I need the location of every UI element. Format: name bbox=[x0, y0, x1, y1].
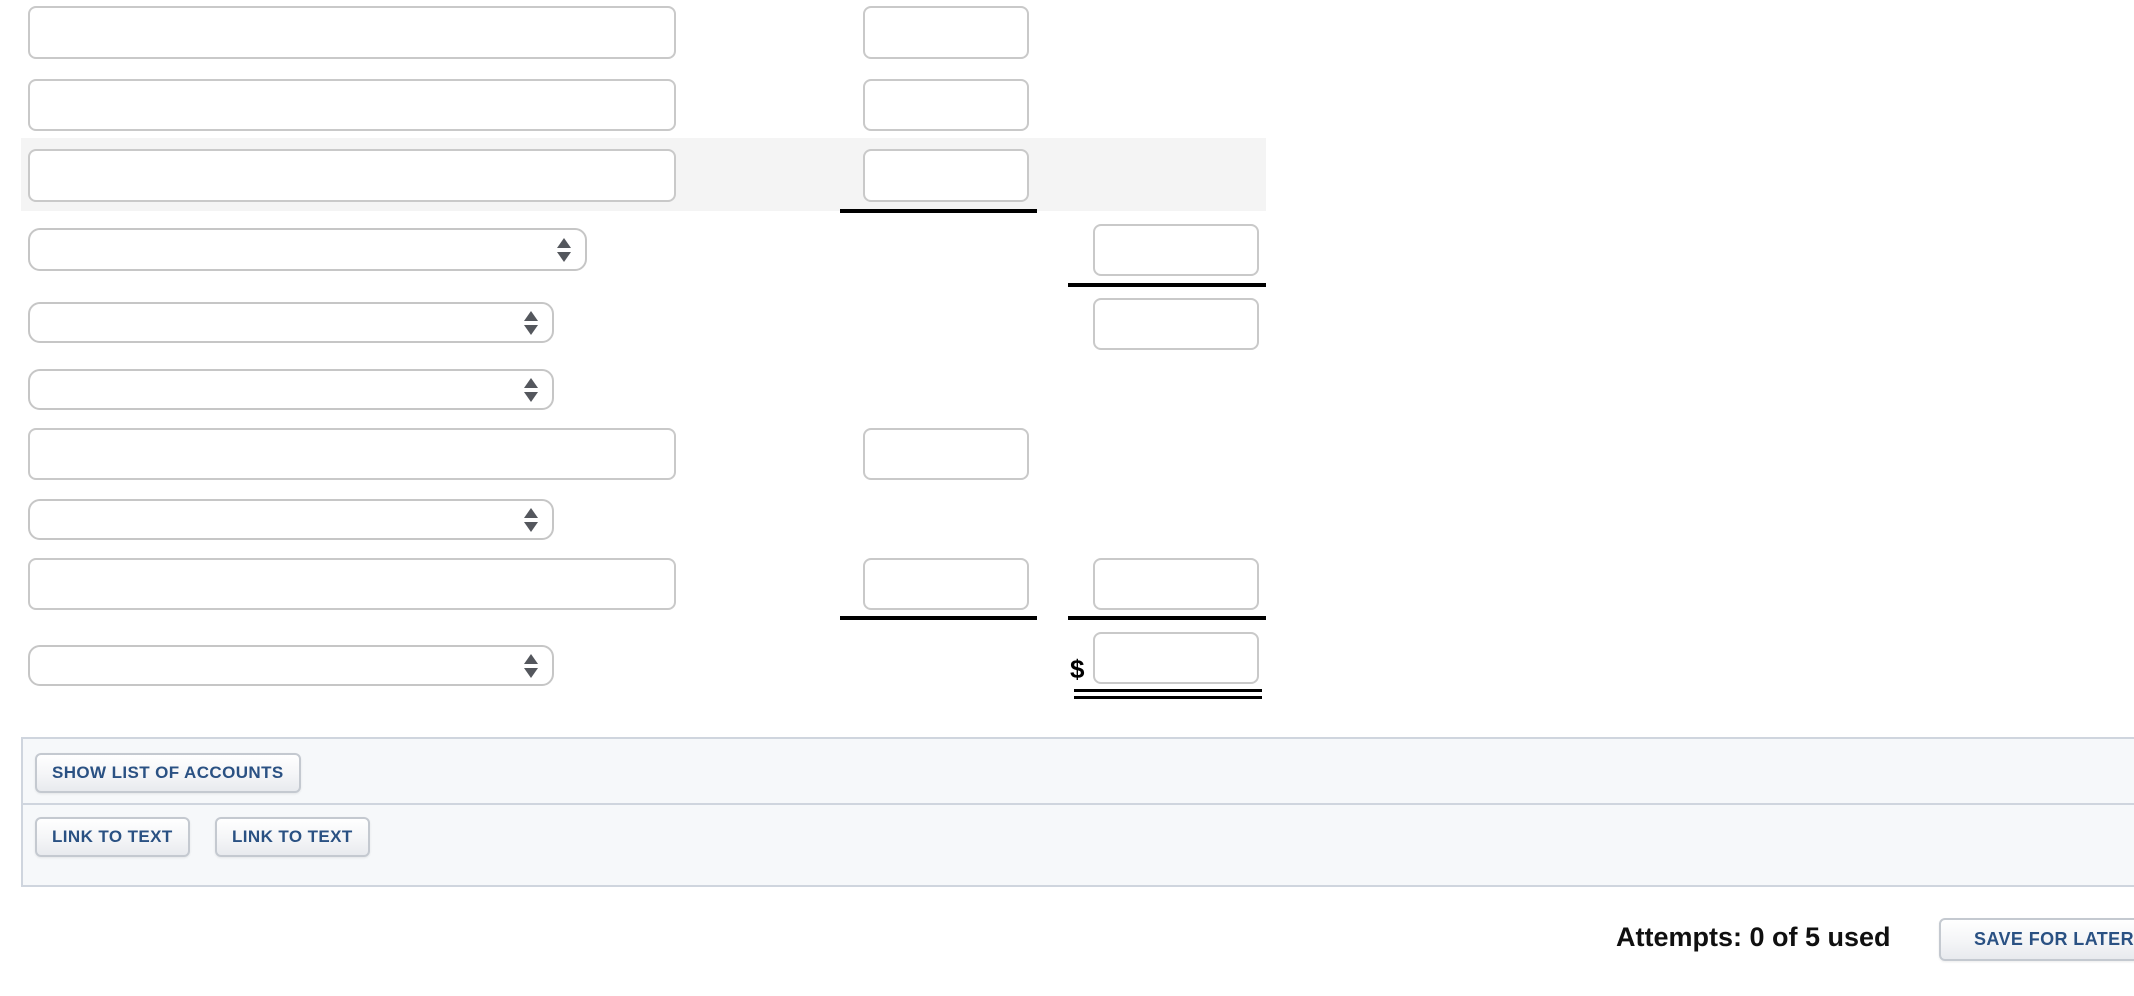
panel-divider bbox=[23, 739, 2134, 805]
link-to-text-button[interactable]: LINK TO TEXT bbox=[215, 817, 370, 857]
select-stepper-icon bbox=[557, 237, 571, 262]
account-title-input[interactable] bbox=[28, 428, 676, 480]
amount-input-right[interactable] bbox=[1093, 224, 1259, 276]
account-title-input[interactable] bbox=[28, 79, 676, 131]
double-total-underline bbox=[1074, 689, 1262, 699]
total-underline bbox=[1068, 616, 1266, 620]
account-select[interactable] bbox=[28, 228, 587, 271]
total-underline bbox=[1068, 283, 1266, 287]
select-stepper-icon bbox=[524, 653, 538, 678]
amount-input-right[interactable] bbox=[1093, 558, 1259, 610]
amount-input-middle[interactable] bbox=[863, 558, 1029, 610]
select-stepper-icon bbox=[524, 377, 538, 402]
link-to-text-button[interactable]: LINK TO TEXT bbox=[35, 817, 190, 857]
amount-input-middle[interactable] bbox=[863, 149, 1029, 202]
total-underline bbox=[840, 616, 1037, 620]
account-title-input[interactable] bbox=[28, 558, 676, 610]
amount-input-right[interactable] bbox=[1093, 632, 1259, 684]
account-select[interactable] bbox=[28, 499, 554, 540]
amount-input-right[interactable] bbox=[1093, 298, 1259, 350]
account-title-input[interactable] bbox=[28, 149, 676, 202]
select-stepper-icon bbox=[524, 310, 538, 335]
save-for-later-button[interactable]: SAVE FOR LATER bbox=[1939, 918, 2134, 961]
account-select[interactable] bbox=[28, 645, 554, 686]
amount-input-middle[interactable] bbox=[863, 428, 1029, 480]
account-title-input[interactable] bbox=[28, 6, 676, 59]
show-list-of-accounts-button[interactable]: SHOW LIST OF ACCOUNTS bbox=[35, 753, 301, 793]
actions-panel: SHOW LIST OF ACCOUNTS LINK TO TEXT LINK … bbox=[21, 737, 2134, 887]
account-select[interactable] bbox=[28, 369, 554, 410]
amount-input-middle[interactable] bbox=[863, 6, 1029, 59]
attempts-counter: Attempts: 0 of 5 used bbox=[1616, 922, 1891, 952]
total-underline bbox=[840, 209, 1037, 213]
select-stepper-icon bbox=[524, 507, 538, 532]
amount-input-middle[interactable] bbox=[863, 79, 1029, 131]
dollar-sign: $ bbox=[1070, 654, 1085, 684]
account-select[interactable] bbox=[28, 302, 554, 343]
